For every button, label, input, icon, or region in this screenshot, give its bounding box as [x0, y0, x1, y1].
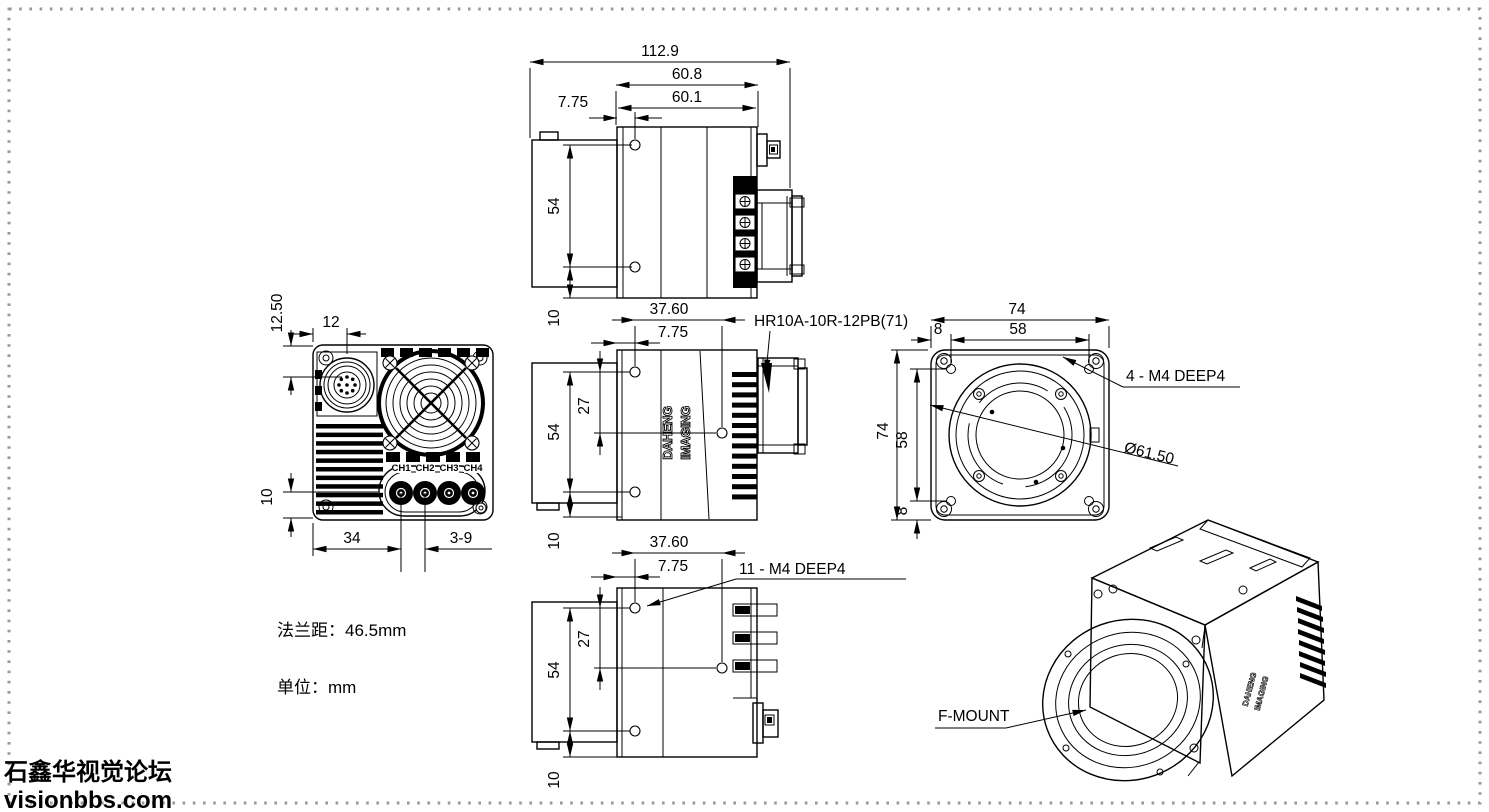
dim-mid-offset: 27: [576, 397, 593, 414]
dim-flange-diameter: Ø61.50: [1122, 439, 1176, 468]
dim-hole-offset: 7.75: [658, 558, 688, 575]
channel-panel: CH1 CH2 CH3 CH4: [378, 462, 487, 517]
top-view: 112.9 60.8 60.1 7.75 54 10: [529, 43, 805, 327]
fan: [377, 349, 485, 457]
dim-hole-span: 37.60: [650, 301, 689, 318]
screw-hole: [716, 662, 728, 674]
heatsink-fins-side: [732, 372, 757, 500]
dim-hole-offset: 7.75: [558, 94, 588, 111]
front-view: 74 8 58 74 58 8 4 - M4 DEEP4 Ø61.50: [875, 301, 1240, 539]
flange-screws: [739, 196, 751, 270]
perspective-lens: [1041, 618, 1215, 782]
channel-label: CH2: [415, 463, 434, 474]
dim-outer-width: 60.8: [672, 66, 702, 83]
rear-prongs: [732, 603, 778, 673]
corner-screws: [936, 353, 1104, 517]
screw-hole: [629, 725, 641, 737]
dim-mid-offset: 27: [576, 630, 593, 647]
note-flange-distance: 法兰距：46.5mm: [277, 621, 406, 640]
dim-hole-spacing: 54: [546, 661, 563, 679]
lens-mount: [948, 363, 1100, 507]
dim-ch-to-bottom: 10: [259, 488, 276, 506]
fan-screws: [382, 355, 480, 451]
dotted-page-border: [7, 7, 1482, 805]
thread-callout: 4 - M4 DEEP4: [1126, 368, 1225, 385]
side-lower-dimensions: 37.60 7.75 11 - M4 DEEP4 54 27 10: [546, 534, 906, 789]
screw-hole: [629, 602, 641, 614]
top-view-dimensions: 112.9 60.8 60.1 7.75 54 10: [529, 43, 791, 327]
screw-hole: [629, 366, 641, 378]
dim-edge-bottom: 8: [894, 507, 911, 516]
side-view-lower: 37.60 7.75 11 - M4 DEEP4 54 27 10: [531, 534, 906, 789]
channel-label: CH4: [463, 463, 483, 474]
power-connector: [316, 351, 378, 417]
dim-bottom-offset: 10: [546, 532, 563, 550]
dim-hole-spacing: 54: [546, 197, 563, 215]
watermark-site-url: visionbbs.com: [4, 787, 172, 812]
perspective-fins: [1296, 596, 1326, 688]
dim-width: 74: [1008, 301, 1026, 318]
dim-bottom-offset: 10: [546, 771, 563, 789]
dim-conn-h-offset: 12: [322, 314, 339, 331]
perspective-view: DAHENG IMAGING F-MOUNT: [935, 519, 1326, 782]
note-units: 单位：mm: [277, 678, 356, 697]
dim-conn-v-offset: 12.50: [269, 293, 286, 332]
bottom-connector: [752, 702, 779, 744]
lower-vent: [386, 452, 480, 462]
channel-label: CH3: [439, 463, 458, 474]
front-view-dimensions: 74 8 58 74 58 8 4 - M4 DEEP4 Ø61.50: [875, 301, 1240, 539]
coax-connectors: [389, 481, 485, 505]
mount-callout: F-MOUNT: [938, 708, 1010, 725]
dim-hole-span: 37.60: [650, 534, 689, 551]
back-view-dimensions: 12.50 12 10 34 3-9: [259, 293, 492, 572]
watermark: 石鑫华视觉论坛 visionbbs.com: [3, 758, 172, 812]
heatsink-fins: [315, 370, 383, 515]
hr10a-connector: [757, 357, 808, 455]
dim-hole-offset: 7.75: [658, 324, 688, 341]
dim-hole-to-edge: 10: [546, 309, 563, 327]
dim-edge-top: 8: [934, 321, 943, 338]
side-view-upper: DAHENG IMAGING: [531, 301, 908, 550]
dim-hole-span-h: 58: [1009, 321, 1026, 338]
watermark-forum-name: 石鑫华视觉论坛: [3, 758, 172, 786]
connector-callout: HR10A-10R-12PB(71): [754, 313, 908, 330]
dim-overall-length: 112.9: [641, 43, 679, 60]
side-upper-dimensions: 37.60 7.75 HR10A-10R-12PB(71) 54 27 10: [546, 301, 908, 550]
channel-label: CH1: [391, 463, 411, 474]
dim-ch-pitch: 3-9: [450, 530, 472, 547]
back-view: CH1 CH2 CH3 CH4 12.50 12: [259, 293, 494, 572]
dim-ch1-from-edge: 34: [343, 530, 361, 547]
dim-hole-span-v: 58: [894, 431, 911, 448]
screw-hole: [629, 486, 641, 498]
dim-inner-width: 60.1: [672, 89, 702, 106]
screw-hole: [716, 427, 728, 439]
thread-callout: 11 - M4 DEEP4: [739, 561, 846, 578]
dim-hole-spacing: 54: [546, 423, 563, 441]
dim-height: 74: [875, 422, 892, 440]
